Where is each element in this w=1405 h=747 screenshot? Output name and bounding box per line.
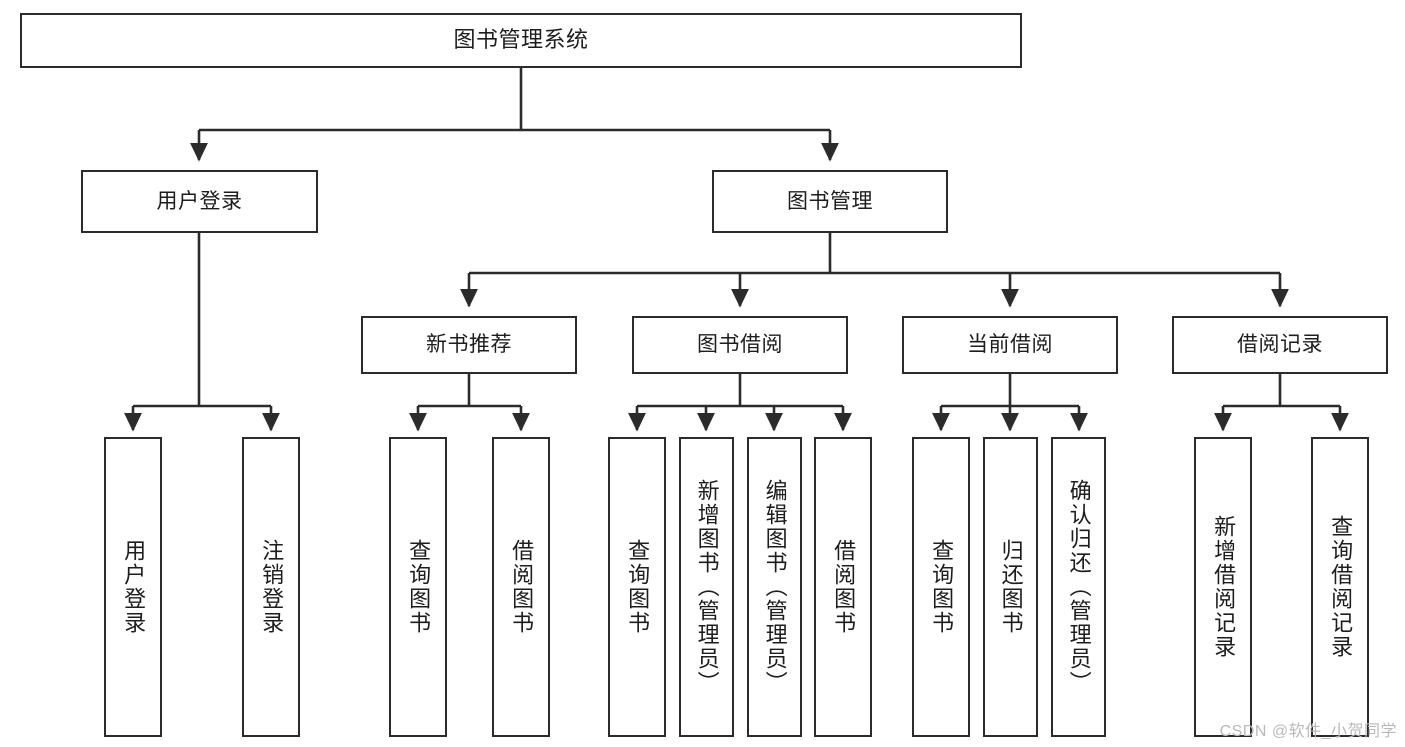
node-root-system[interactable]: 图书管理系统: [20, 13, 1022, 68]
node-label: 图书管理: [787, 189, 873, 213]
leaf-edit-book[interactable]: 编辑图书（管理员）: [747, 437, 802, 737]
leaf-label: 借阅图书: [831, 539, 857, 635]
leaf-label: 查询图书: [406, 539, 432, 635]
leaf-label: 查询借阅记录: [1328, 515, 1354, 659]
leaf-add-record[interactable]: 新增借阅记录: [1194, 437, 1252, 737]
leaf-borrow-book-2[interactable]: 借阅图书: [814, 437, 872, 737]
node-user-login[interactable]: 用户登录: [81, 170, 318, 233]
node-label: 图书借阅: [697, 333, 783, 357]
node-current-borrow[interactable]: 当前借阅: [902, 316, 1118, 374]
leaf-query-book-1[interactable]: 查询图书: [389, 437, 447, 737]
leaf-confirm-return[interactable]: 确认归还（管理员）: [1051, 437, 1106, 737]
leaf-label: 确认归还（管理员）: [1066, 479, 1092, 695]
leaf-add-book[interactable]: 新增图书（管理员）: [679, 437, 734, 737]
node-label: 当前借阅: [967, 333, 1053, 357]
leaf-label: 归还图书: [998, 539, 1024, 635]
node-label: 图书管理系统: [453, 27, 589, 53]
leaf-label: 借阅图书: [509, 539, 535, 635]
leaf-label: 查询图书: [929, 539, 955, 635]
leaf-label: 查询图书: [625, 539, 651, 635]
leaf-query-record[interactable]: 查询借阅记录: [1311, 437, 1369, 737]
leaf-return-book[interactable]: 归还图书: [983, 437, 1038, 737]
node-label: 用户登录: [156, 189, 243, 213]
leaf-query-book-2[interactable]: 查询图书: [608, 437, 666, 737]
leaf-label: 注销登录: [259, 539, 285, 635]
leaf-query-book-3[interactable]: 查询图书: [912, 437, 970, 737]
leaf-label: 编辑图书（管理员）: [762, 479, 788, 695]
node-book-borrow[interactable]: 图书借阅: [632, 316, 848, 374]
leaf-label: 新增借阅记录: [1211, 515, 1237, 659]
leaf-label: 新增图书（管理员）: [694, 479, 720, 695]
leaf-borrow-book-1[interactable]: 借阅图书: [492, 437, 550, 737]
watermark: CSDN @软件_小贺同学: [1219, 723, 1397, 740]
node-borrow-record[interactable]: 借阅记录: [1172, 316, 1388, 374]
leaf-user-login[interactable]: 用户登录: [104, 437, 162, 737]
node-label: 新书推荐: [426, 333, 512, 357]
node-new-book-recommend[interactable]: 新书推荐: [361, 316, 577, 374]
leaf-logout[interactable]: 注销登录: [242, 437, 300, 737]
leaf-label: 用户登录: [121, 539, 147, 635]
node-book-manage[interactable]: 图书管理: [712, 170, 948, 233]
node-label: 借阅记录: [1237, 333, 1323, 357]
